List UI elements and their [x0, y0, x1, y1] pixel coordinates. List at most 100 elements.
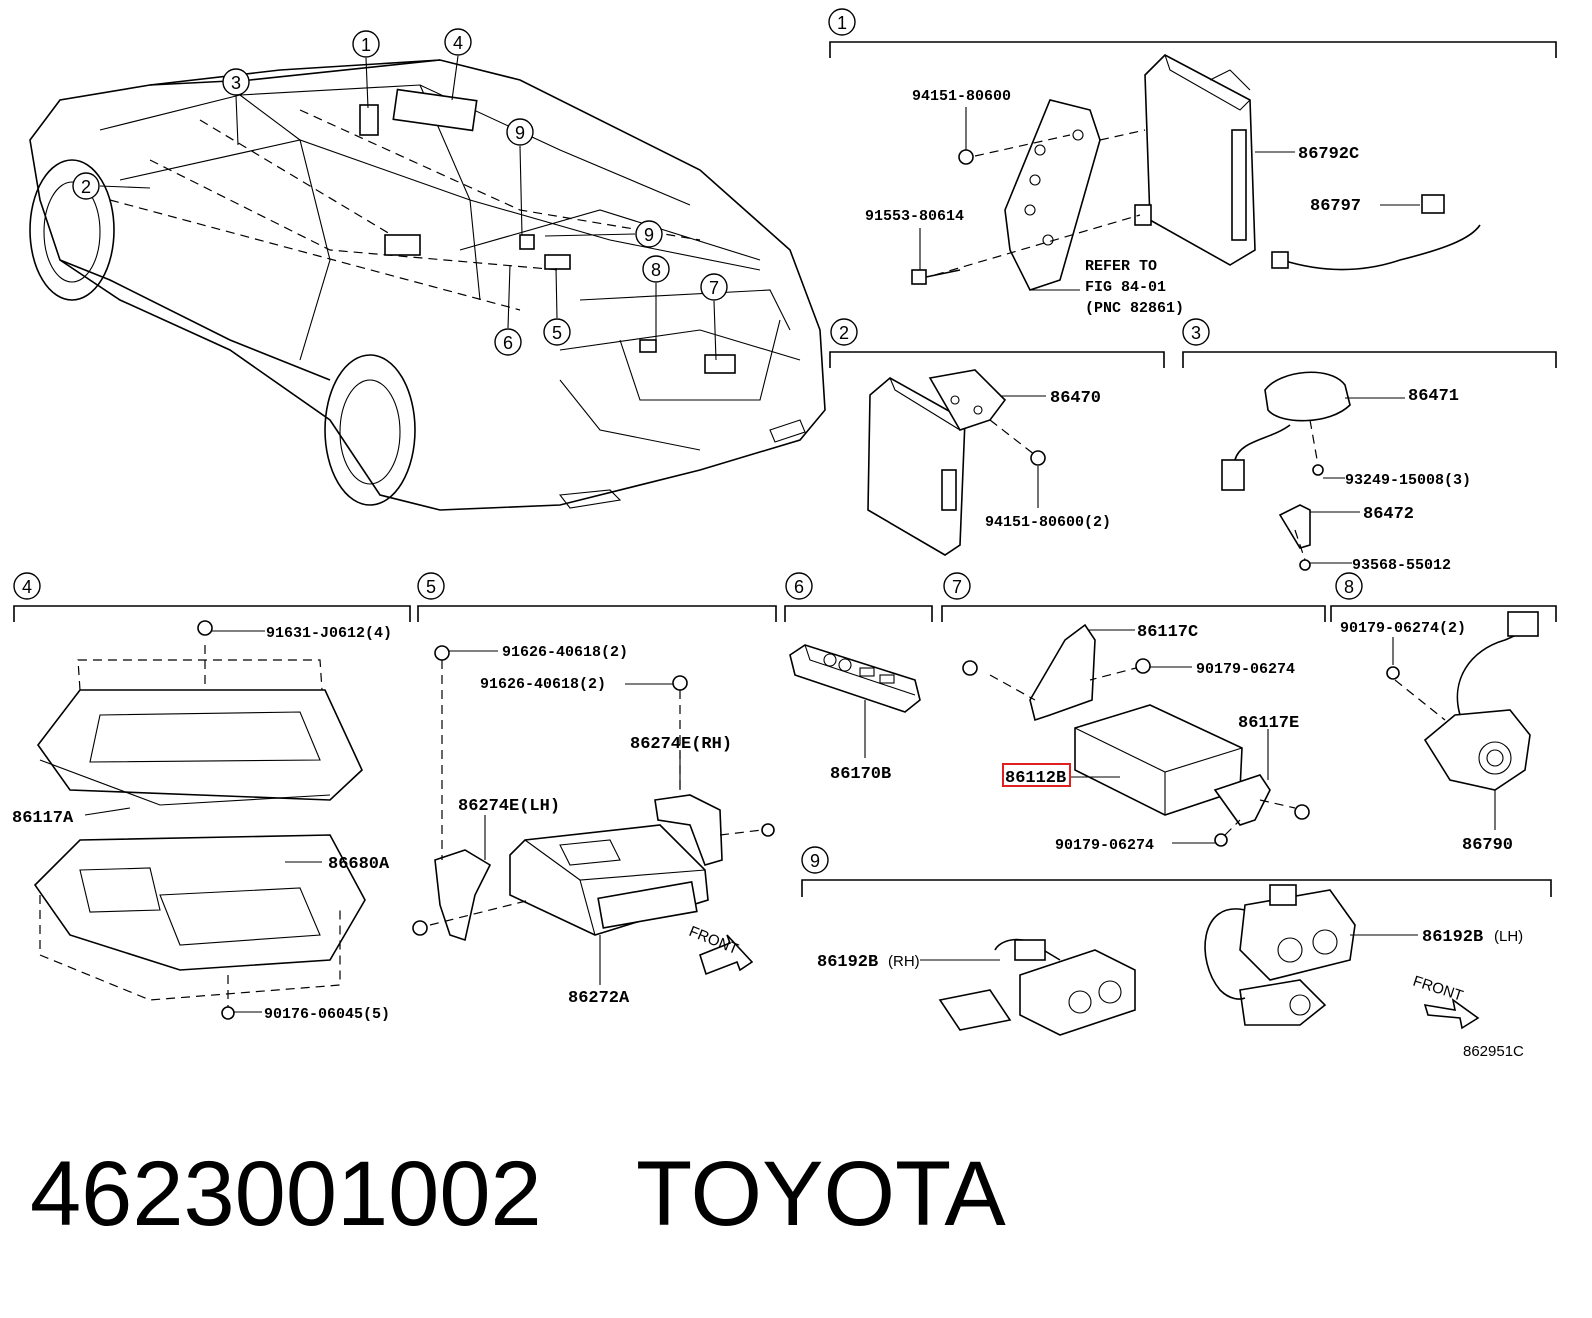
- bolt-icon: [672, 675, 688, 691]
- label-90179-06274-a: 90179-06274: [1196, 661, 1295, 678]
- callout-7-text: 7: [709, 278, 719, 298]
- callout-9b-text: 9: [644, 225, 654, 245]
- label-90179-06274-b: 90179-06274: [1055, 837, 1154, 854]
- callout-3-text: 3: [231, 73, 241, 93]
- figure-code: 862951C: [1463, 1043, 1524, 1060]
- nut-icon: [958, 149, 974, 165]
- bolt-icon: [962, 660, 978, 676]
- label-86472: 86472: [1363, 505, 1414, 524]
- label-90179-06274-2: 90179-06274(2): [1340, 620, 1466, 637]
- label-86117E: 86117E: [1238, 714, 1299, 733]
- refer-line-2: FIG 84-01: [1085, 279, 1166, 296]
- rear-switch-rh-icon: [938, 938, 1136, 1036]
- callout-1: [352, 30, 380, 58]
- label-86192B-RH: 86192B: [817, 953, 878, 972]
- refer-line-3: (PNC 82861): [1085, 300, 1184, 317]
- bolt-icon: [911, 269, 927, 285]
- label-86797: 86797: [1310, 197, 1361, 216]
- nut-icon: [1214, 833, 1228, 847]
- label-86117C: 86117C: [1137, 623, 1198, 642]
- bolt-icon: [1294, 804, 1310, 820]
- callout-5-text: 5: [552, 323, 562, 343]
- callout-5: [543, 318, 571, 346]
- section-6: 6 86170B: [784, 572, 933, 784]
- label-91631-J0612: 91631-J0612(4): [266, 625, 392, 642]
- section-8: 8 90179-06274(2) 86790: [1330, 572, 1557, 855]
- callout-3: [222, 68, 250, 96]
- section-7-label: 7: [952, 577, 962, 597]
- callout-6: [494, 328, 522, 356]
- label-93249-15008: 93249-15008(3): [1345, 472, 1471, 489]
- callout-4: [444, 28, 472, 56]
- label-86792C: 86792C: [1298, 145, 1359, 164]
- label-lh: (LH): [1494, 928, 1523, 945]
- section-8-label: 8: [1344, 577, 1354, 597]
- section-6-label: 6: [794, 577, 804, 597]
- footer: 4623001002 TOYOTA: [30, 1143, 1006, 1245]
- label-91626-40618-b: 91626-40618(2): [480, 676, 606, 693]
- section-9: 9 86192B (RH) 86192B (LH) F: [801, 846, 1552, 1060]
- callout-9a: [506, 118, 534, 146]
- part-number: 4623001002: [30, 1143, 542, 1245]
- label-86170B: 86170B: [830, 765, 891, 784]
- section-3-label: 3: [1191, 323, 1201, 343]
- label-91553-80614: 91553-80614: [865, 208, 964, 225]
- label-86274E-LH: 86274E(LH): [458, 797, 560, 816]
- car-overview-illustration: [29, 59, 826, 511]
- label-86680A: 86680A: [328, 855, 390, 874]
- nut-icon: [1030, 450, 1046, 466]
- callout-8: [642, 255, 670, 283]
- label-93568-55012: 93568-55012: [1352, 557, 1451, 574]
- section-3: 3 86471 93249-15008(3) 86472 93568-55012: [1182, 318, 1557, 574]
- section-5-label: 5: [426, 577, 436, 597]
- label-86470: 86470: [1050, 389, 1101, 408]
- section-7: 7 86117C 90179-06274 86117E 86112B 90179…: [941, 572, 1326, 854]
- front-arrow-icon: [1423, 998, 1480, 1030]
- bolt-icon: [434, 645, 450, 661]
- section-2-label: 2: [839, 323, 849, 343]
- label-94151-80600-2: 94151-80600(2): [985, 514, 1111, 531]
- bolt-icon: [761, 823, 775, 837]
- section-5: 5 91626-40618(2) 91626-40618(2) 86274E(R…: [412, 572, 777, 1008]
- nut-icon: [1386, 666, 1400, 680]
- callout-9b: [635, 220, 663, 248]
- section-4: 4 91631-J0612(4) 86117A 86680A 90176-060…: [12, 572, 411, 1023]
- callout-9a-text: 9: [515, 123, 525, 143]
- label-86117A: 86117A: [12, 809, 74, 828]
- remote-control-icon: [789, 644, 921, 713]
- callout-2-text: 2: [81, 177, 91, 197]
- label-86272A: 86272A: [568, 989, 630, 1008]
- callout-1-text: 1: [361, 35, 371, 55]
- car-callouts: 1 4 3 2 9 9 8 7 6 5: [72, 28, 728, 361]
- highlight-box: [1002, 763, 1071, 787]
- label-90176-06045: 90176-06045(5): [264, 1006, 390, 1023]
- label-86192B-LH: 86192B: [1422, 928, 1483, 947]
- label-94151-80600: 94151-80600: [912, 88, 1011, 105]
- nut-icon: [1135, 658, 1151, 674]
- front-arrow-icon: [699, 934, 754, 976]
- rear-switch-lh-icon: [1204, 884, 1356, 1026]
- label-86471: 86471: [1408, 387, 1459, 406]
- refer-line-1: REFER TO: [1085, 258, 1157, 275]
- callout-2: [72, 172, 100, 200]
- callout-6-text: 6: [503, 333, 513, 353]
- label-86274E-RH: 86274E(RH): [630, 735, 732, 754]
- bolt-icon: [221, 1006, 235, 1020]
- callout-7: [700, 273, 728, 301]
- section-1-label: 1: [837, 13, 847, 33]
- callout-8-text: 8: [651, 260, 661, 280]
- brand-name: TOYOTA: [636, 1143, 1006, 1245]
- callout-4-text: 4: [453, 33, 463, 53]
- front-label-2: FRONT: [1411, 973, 1465, 1005]
- bolt-icon: [197, 620, 213, 636]
- label-rh: (RH): [888, 953, 920, 970]
- section-4-label: 4: [22, 577, 32, 597]
- section-2: 2 86470 94151-80600(2): [829, 318, 1165, 556]
- label-91626-40618-a: 91626-40618(2): [502, 644, 628, 661]
- camera-icon: [1423, 709, 1531, 791]
- section-9-label: 9: [810, 851, 820, 871]
- bolt-icon: [412, 920, 428, 936]
- label-86790: 86790: [1462, 836, 1513, 855]
- label-86112B: 86112B: [1005, 769, 1066, 788]
